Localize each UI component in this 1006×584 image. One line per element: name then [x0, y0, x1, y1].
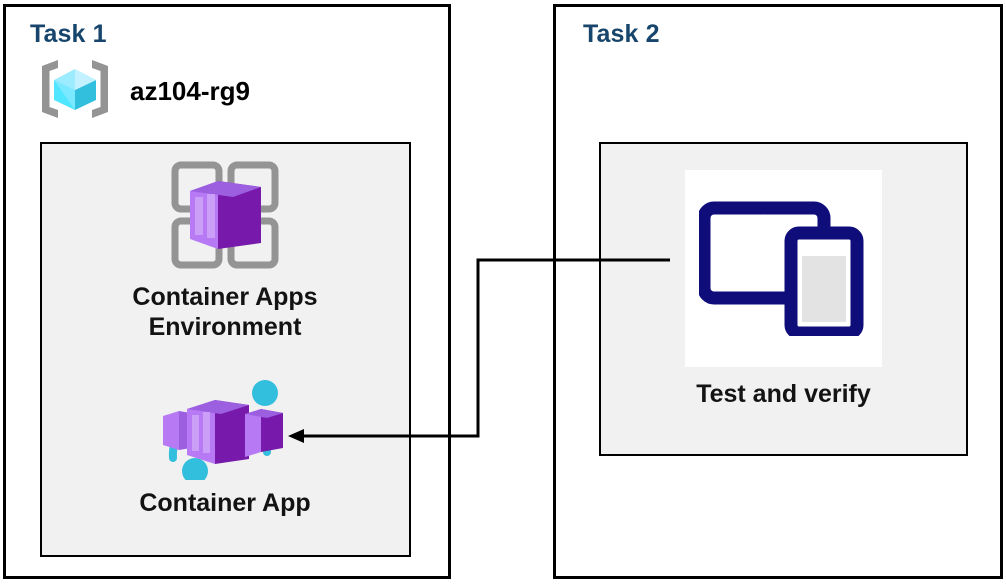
node-container-apps-environment-label: Container Apps Environment [132, 283, 318, 341]
node-test-and-verify-label: Test and verify [696, 380, 871, 408]
node-container-app: Container App [70, 376, 380, 519]
node-container-app-label: Container App [139, 489, 311, 517]
node-test-and-verify: Test and verify [630, 170, 937, 409]
devices-icon-background [685, 170, 882, 367]
task-2-title: Task 2 [583, 20, 660, 48]
node-container-apps-environment: Container Apps Environment [70, 156, 380, 342]
container-app-icon [149, 376, 301, 485]
resource-group-icon [36, 58, 114, 125]
container-apps-environment-icon [166, 156, 284, 279]
task-1-title: Task 1 [30, 20, 107, 48]
resource-group-row: az104-rg9 [36, 58, 250, 125]
devices-icon [697, 196, 869, 341]
resource-group-name: az104-rg9 [130, 76, 250, 106]
